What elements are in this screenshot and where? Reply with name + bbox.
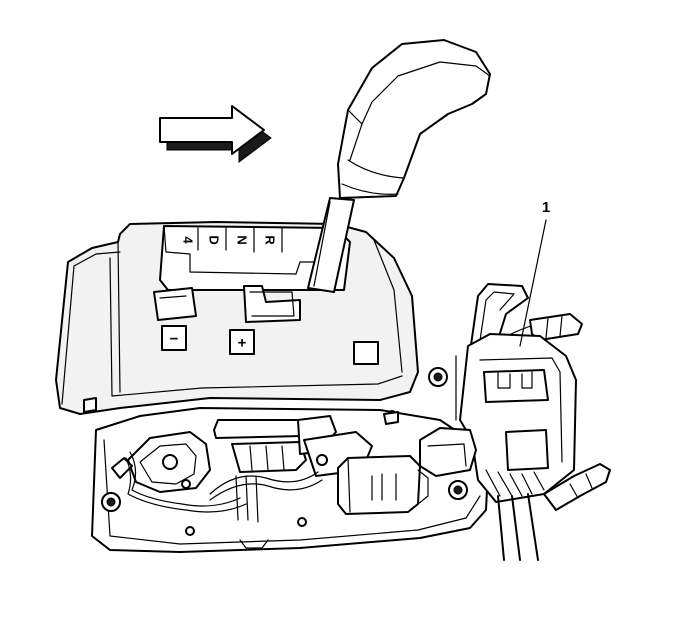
- mounting-bolt: [101, 492, 121, 512]
- manual-shift-gate: [153, 285, 301, 323]
- shift-lever: [307, 197, 355, 293]
- mounting-bolt: [428, 367, 448, 387]
- plus-symbol: +: [238, 335, 247, 352]
- gear-label-n: N: [235, 235, 250, 244]
- shift-minus-button: −: [161, 325, 187, 351]
- gear-label-4: 4: [181, 236, 196, 244]
- shift-knob: [337, 39, 491, 199]
- shift-mechanism: [111, 415, 429, 523]
- gear-label-r: R: [263, 235, 278, 245]
- gear-label-text: 4: [181, 236, 196, 244]
- callout-number: 1: [542, 199, 550, 216]
- gear-label-text: D: [207, 235, 222, 244]
- callout-1: 1: [519, 199, 550, 347]
- arrow-right-icon: [159, 105, 272, 163]
- mounting-bolt: [448, 480, 468, 500]
- gear-label-text: R: [263, 235, 278, 245]
- gear-label-d: D: [207, 235, 222, 244]
- gear-indicator-strip: 4 D N R: [159, 225, 351, 291]
- shift-plus-button: +: [229, 329, 255, 355]
- gear-label-text: N: [235, 235, 250, 244]
- wiring-harness-connector: [419, 283, 611, 561]
- minus-symbol: −: [170, 331, 179, 348]
